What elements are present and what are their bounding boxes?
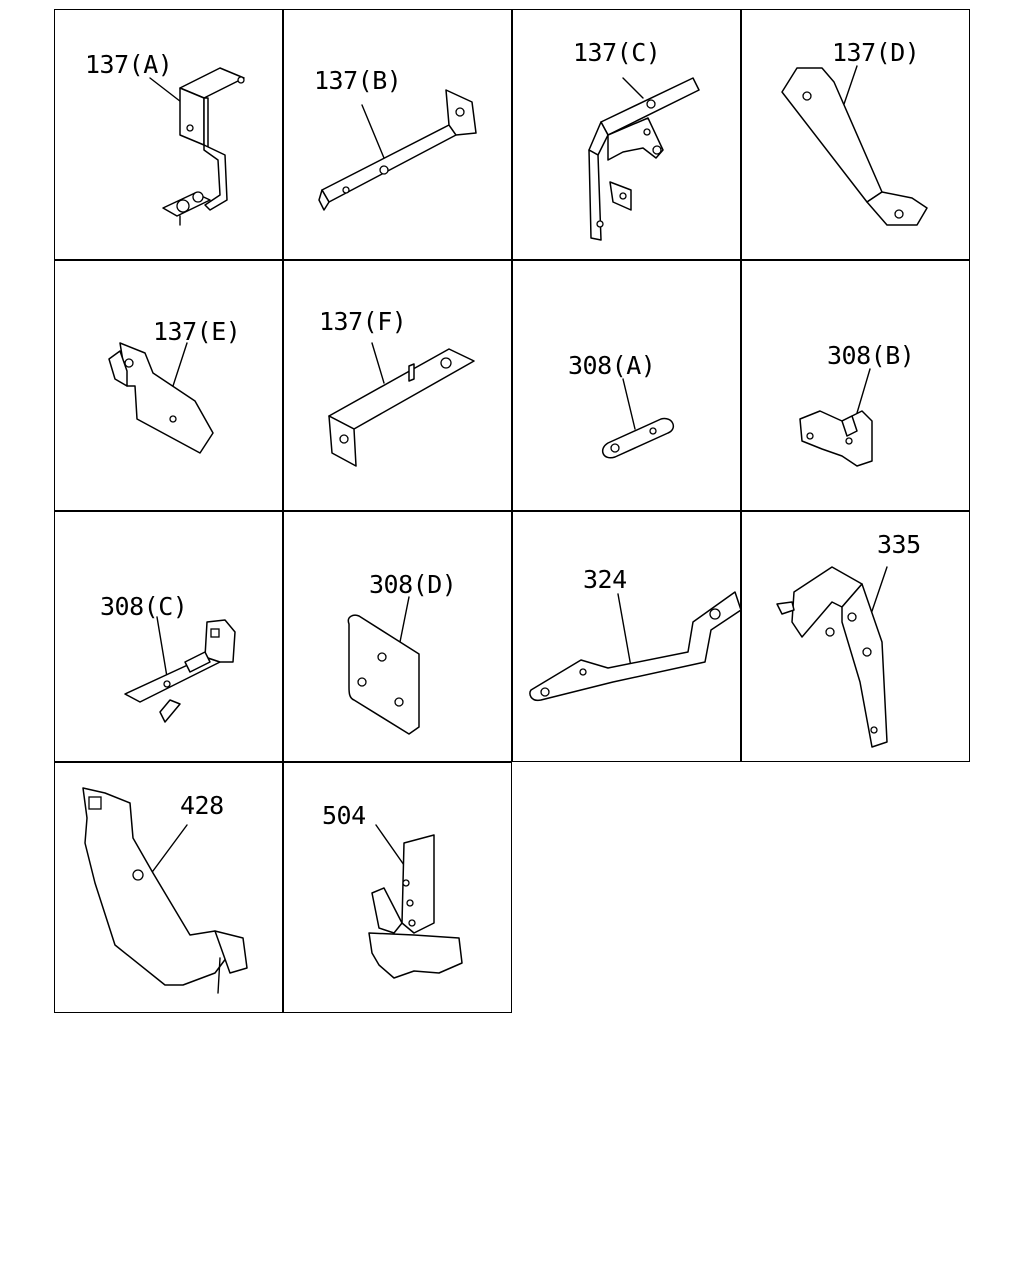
bracket-428-drawing xyxy=(82,787,248,994)
part-cell-308a[interactable]: 308(A) xyxy=(512,260,741,511)
bracket-308a-drawing xyxy=(601,378,675,459)
part-label-308b: 308(B) xyxy=(827,341,915,370)
part-cell-137f[interactable]: 137(F) xyxy=(283,260,512,511)
part-cell-137c[interactable]: 137(C) xyxy=(512,9,741,260)
part-label-428: 428 xyxy=(180,791,224,820)
bracket-137f-drawing xyxy=(328,342,475,467)
part-cell-308b[interactable]: 308(B) xyxy=(741,260,970,511)
part-cell-137e[interactable]: 137(E) xyxy=(54,260,283,511)
part-cell-308c[interactable]: 308(C) xyxy=(54,511,283,762)
part-label-324: 324 xyxy=(583,565,627,594)
part-label-308a: 308(A) xyxy=(568,351,656,380)
part-label-335: 335 xyxy=(877,530,921,559)
part-label-137e: 137(E) xyxy=(153,317,241,346)
part-cell-137d[interactable]: 137(D) xyxy=(741,9,970,260)
bracket-308b-drawing xyxy=(799,368,873,467)
bracket-137d-drawing xyxy=(781,65,928,226)
part-label-137f: 137(F) xyxy=(319,307,407,336)
bracket-504-drawing xyxy=(368,824,463,979)
part-cell-428[interactable]: 428 xyxy=(54,762,283,1013)
part-label-137c: 137(C) xyxy=(573,38,661,67)
part-label-504: 504 xyxy=(322,801,366,830)
bracket-137c-drawing xyxy=(588,77,700,241)
bracket-308c-drawing xyxy=(124,616,236,723)
bracket-324-drawing xyxy=(529,591,742,702)
part-label-137a: 137(A) xyxy=(85,50,173,79)
part-label-137b: 137(B) xyxy=(314,66,402,95)
bracket-137e-drawing xyxy=(108,342,214,454)
part-cell-308d[interactable]: 308(D) xyxy=(283,511,512,762)
bracket-308d-drawing xyxy=(347,596,420,735)
bracket-335-drawing xyxy=(776,566,888,748)
part-label-137d: 137(D) xyxy=(832,38,920,67)
part-cell-504[interactable]: 504 xyxy=(283,762,512,1013)
bracket-137b-drawing xyxy=(318,89,477,211)
bracket-137a-drawing xyxy=(149,67,245,226)
part-cell-324[interactable]: 324 xyxy=(512,511,742,762)
part-label-308c: 308(C) xyxy=(100,592,188,621)
part-label-308d: 308(D) xyxy=(369,570,457,599)
part-cell-137b[interactable]: 137(B) xyxy=(283,9,512,260)
part-cell-335[interactable]: 335 xyxy=(741,511,970,762)
part-cell-137a[interactable]: 137(A) xyxy=(54,9,283,260)
